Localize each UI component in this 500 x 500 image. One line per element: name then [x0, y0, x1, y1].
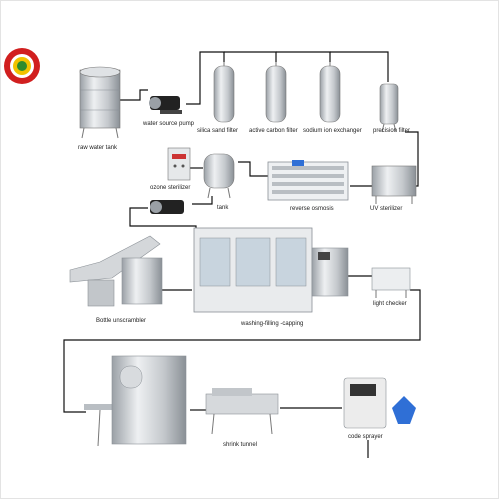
line-checker-to-sleever	[63, 289, 421, 413]
sodium-ion-exchanger-machine	[319, 62, 341, 123]
bottle-unscrambler-label: Bottle unscrambler	[96, 318, 147, 324]
line-sand-to-carbon	[224, 51, 277, 62]
washing-filling-capping-label: washing-filling -capping	[241, 321, 304, 327]
tank-label: tank	[217, 205, 229, 211]
water-source-pump-machine	[149, 96, 182, 114]
shrink-tunnel-machine	[205, 388, 279, 435]
sleeve-labeling-machine	[84, 355, 187, 447]
silica-sand-filter-label: silica sand filter	[197, 128, 239, 134]
active-carbon-filter-label: active carbon filter	[249, 128, 298, 134]
line-carbon-to-ion	[276, 51, 331, 62]
active-carbon-filter-machine	[265, 62, 287, 123]
ozone-sterilizer-label: ozone sterilizer	[150, 185, 191, 191]
feed-pump-machine	[150, 200, 184, 214]
line-ion-to-precision	[330, 51, 389, 82]
line-tank-to-pump	[120, 89, 148, 101]
silica-sand-filter-machine	[213, 62, 235, 123]
washing-filling-capping-machine	[193, 227, 349, 313]
light-checker-label: light checker	[373, 301, 407, 307]
bottle-unscrambler-machine	[69, 235, 163, 307]
code-sprayer-machine	[343, 377, 416, 429]
raw-water-tank-machine	[79, 66, 121, 139]
shrink-tunnel-label: shrink tunnel	[223, 442, 258, 448]
connection-lines	[63, 51, 421, 458]
ozone-sterilizer-machine	[167, 147, 191, 181]
code-sprayer-label: code sprayer	[348, 434, 383, 440]
line-precision-to-uv	[405, 131, 419, 187]
uv-sterilizer-label: UV sterilizer	[370, 206, 403, 212]
precision-filter-machine	[379, 83, 399, 133]
reverse-osmosis-machine	[267, 160, 349, 201]
raw-water-tank-label: raw water tank	[78, 145, 118, 151]
light-checker-machine	[371, 267, 411, 298]
sodium-ion-exchanger-label: sodium ion exchanger	[303, 128, 362, 134]
tank-machine	[203, 153, 235, 199]
line-ro-to-tank	[238, 161, 272, 177]
water-source-pump-label: water source pump	[143, 121, 195, 127]
reverse-osmosis-label: reverse osmosis	[290, 206, 334, 212]
uv-sterilizer-machine	[371, 165, 417, 204]
line-pump-to-sand	[186, 51, 225, 105]
line-tank-to-pump2	[192, 196, 213, 205]
precision-filter-label: precision filter	[373, 128, 411, 134]
company-logo	[4, 48, 40, 84]
